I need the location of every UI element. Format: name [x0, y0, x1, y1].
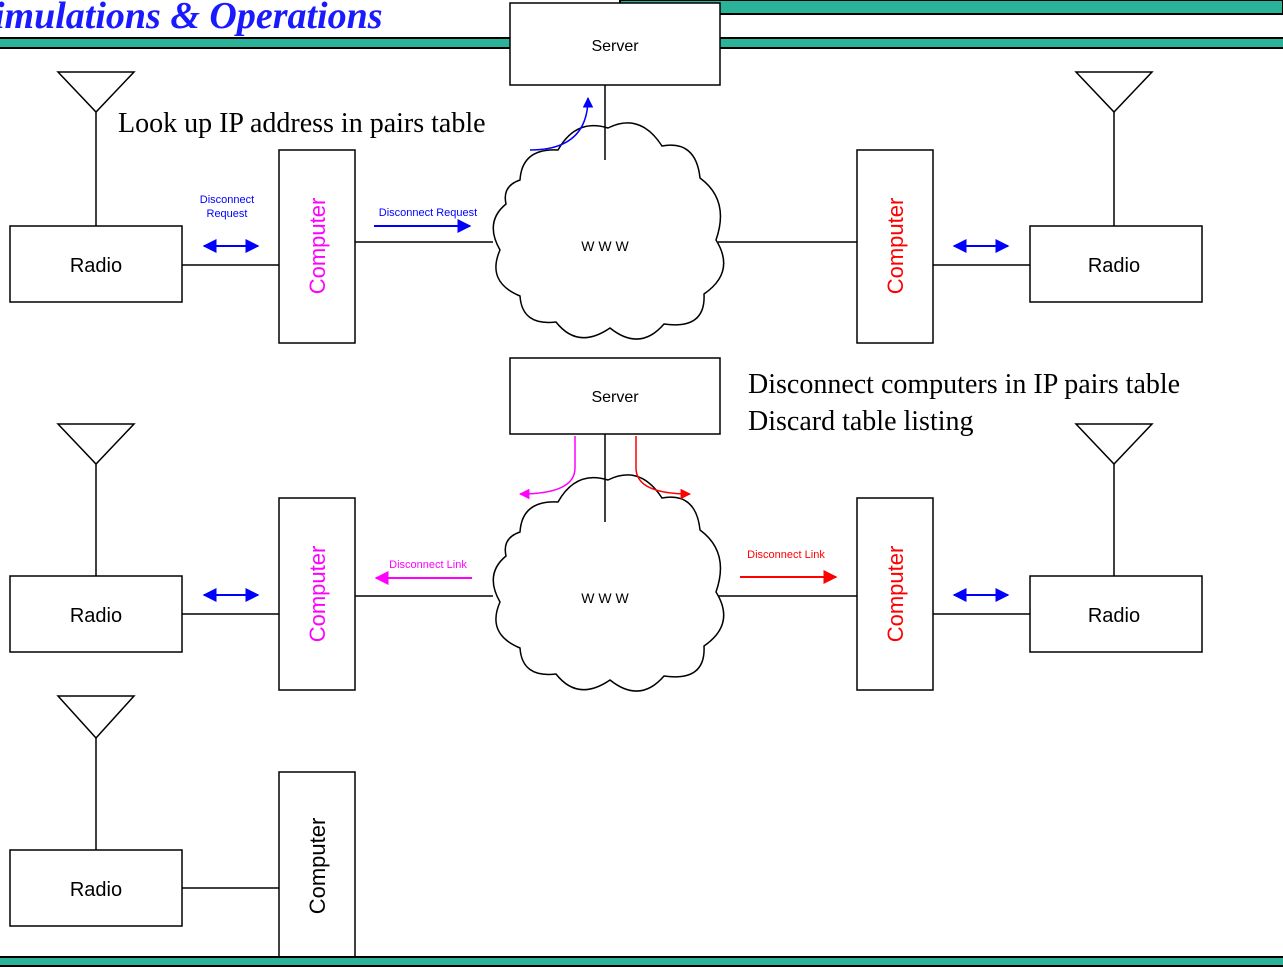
footer	[0, 956, 1283, 967]
server-label: Server	[591, 38, 639, 55]
computer-box	[856, 497, 934, 691]
computer-label: Computer	[305, 818, 330, 915]
antenna-icon	[56, 71, 136, 226]
cloud-icon	[492, 122, 725, 340]
section-1: Radio Disconnect Request Computer Discon…	[9, 2, 1203, 344]
radio-box	[9, 225, 183, 303]
computer-box	[278, 149, 356, 344]
cloud-label: W W W	[581, 238, 629, 254]
section-2: Radio Computer Disconnect Link W W W Ser…	[9, 357, 1203, 692]
radio-box	[1029, 575, 1203, 653]
radio-label: Radio	[70, 879, 122, 901]
cloud-icon	[492, 474, 725, 692]
antenna-icon	[56, 695, 136, 850]
disconnect-note-line2: Discard table listing	[748, 406, 974, 437]
radio-link-label-1: Disconnect	[200, 194, 254, 206]
slide-title: imulations & Operations	[0, 0, 383, 37]
lookup-arrow-icon	[529, 96, 594, 151]
radio-label: Radio	[1088, 255, 1140, 277]
disconnect-note-line1: Disconnect computers in IP pairs table	[748, 369, 1180, 400]
disconnect-link-label: Disconnect Link	[389, 559, 467, 571]
disconnect-right-arrow-icon	[635, 436, 692, 500]
antenna-icon	[1074, 423, 1154, 576]
radio-label: Radio	[70, 255, 122, 277]
computer-label: Computer	[883, 546, 908, 643]
computer-box	[856, 149, 934, 344]
disconnect-link-label: Disconnect Link	[747, 549, 825, 561]
computer-box	[278, 771, 356, 961]
computer-box	[278, 497, 356, 691]
antenna-icon	[56, 423, 136, 576]
computer-label: Computer	[305, 198, 330, 295]
radio-box	[9, 849, 183, 927]
section-3: Radio Computer	[9, 695, 356, 961]
antenna-icon	[1074, 71, 1154, 226]
request-label: Disconnect Request	[379, 207, 477, 219]
server-box	[509, 2, 721, 86]
disconnect-left-arrow-icon	[518, 436, 576, 500]
computer-label: Computer	[883, 198, 908, 295]
bottom-rule	[0, 957, 1283, 966]
radio-label: Radio	[1088, 605, 1140, 627]
server-box	[509, 357, 721, 435]
server-label: Server	[591, 389, 639, 406]
lookup-note: Look up IP address in pairs table	[118, 108, 486, 139]
radio-label: Radio	[70, 605, 122, 627]
cloud-label: W W W	[581, 590, 629, 606]
computer-label: Computer	[305, 546, 330, 643]
radio-box	[1029, 225, 1203, 303]
radio-link-label-2: Request	[207, 208, 248, 220]
